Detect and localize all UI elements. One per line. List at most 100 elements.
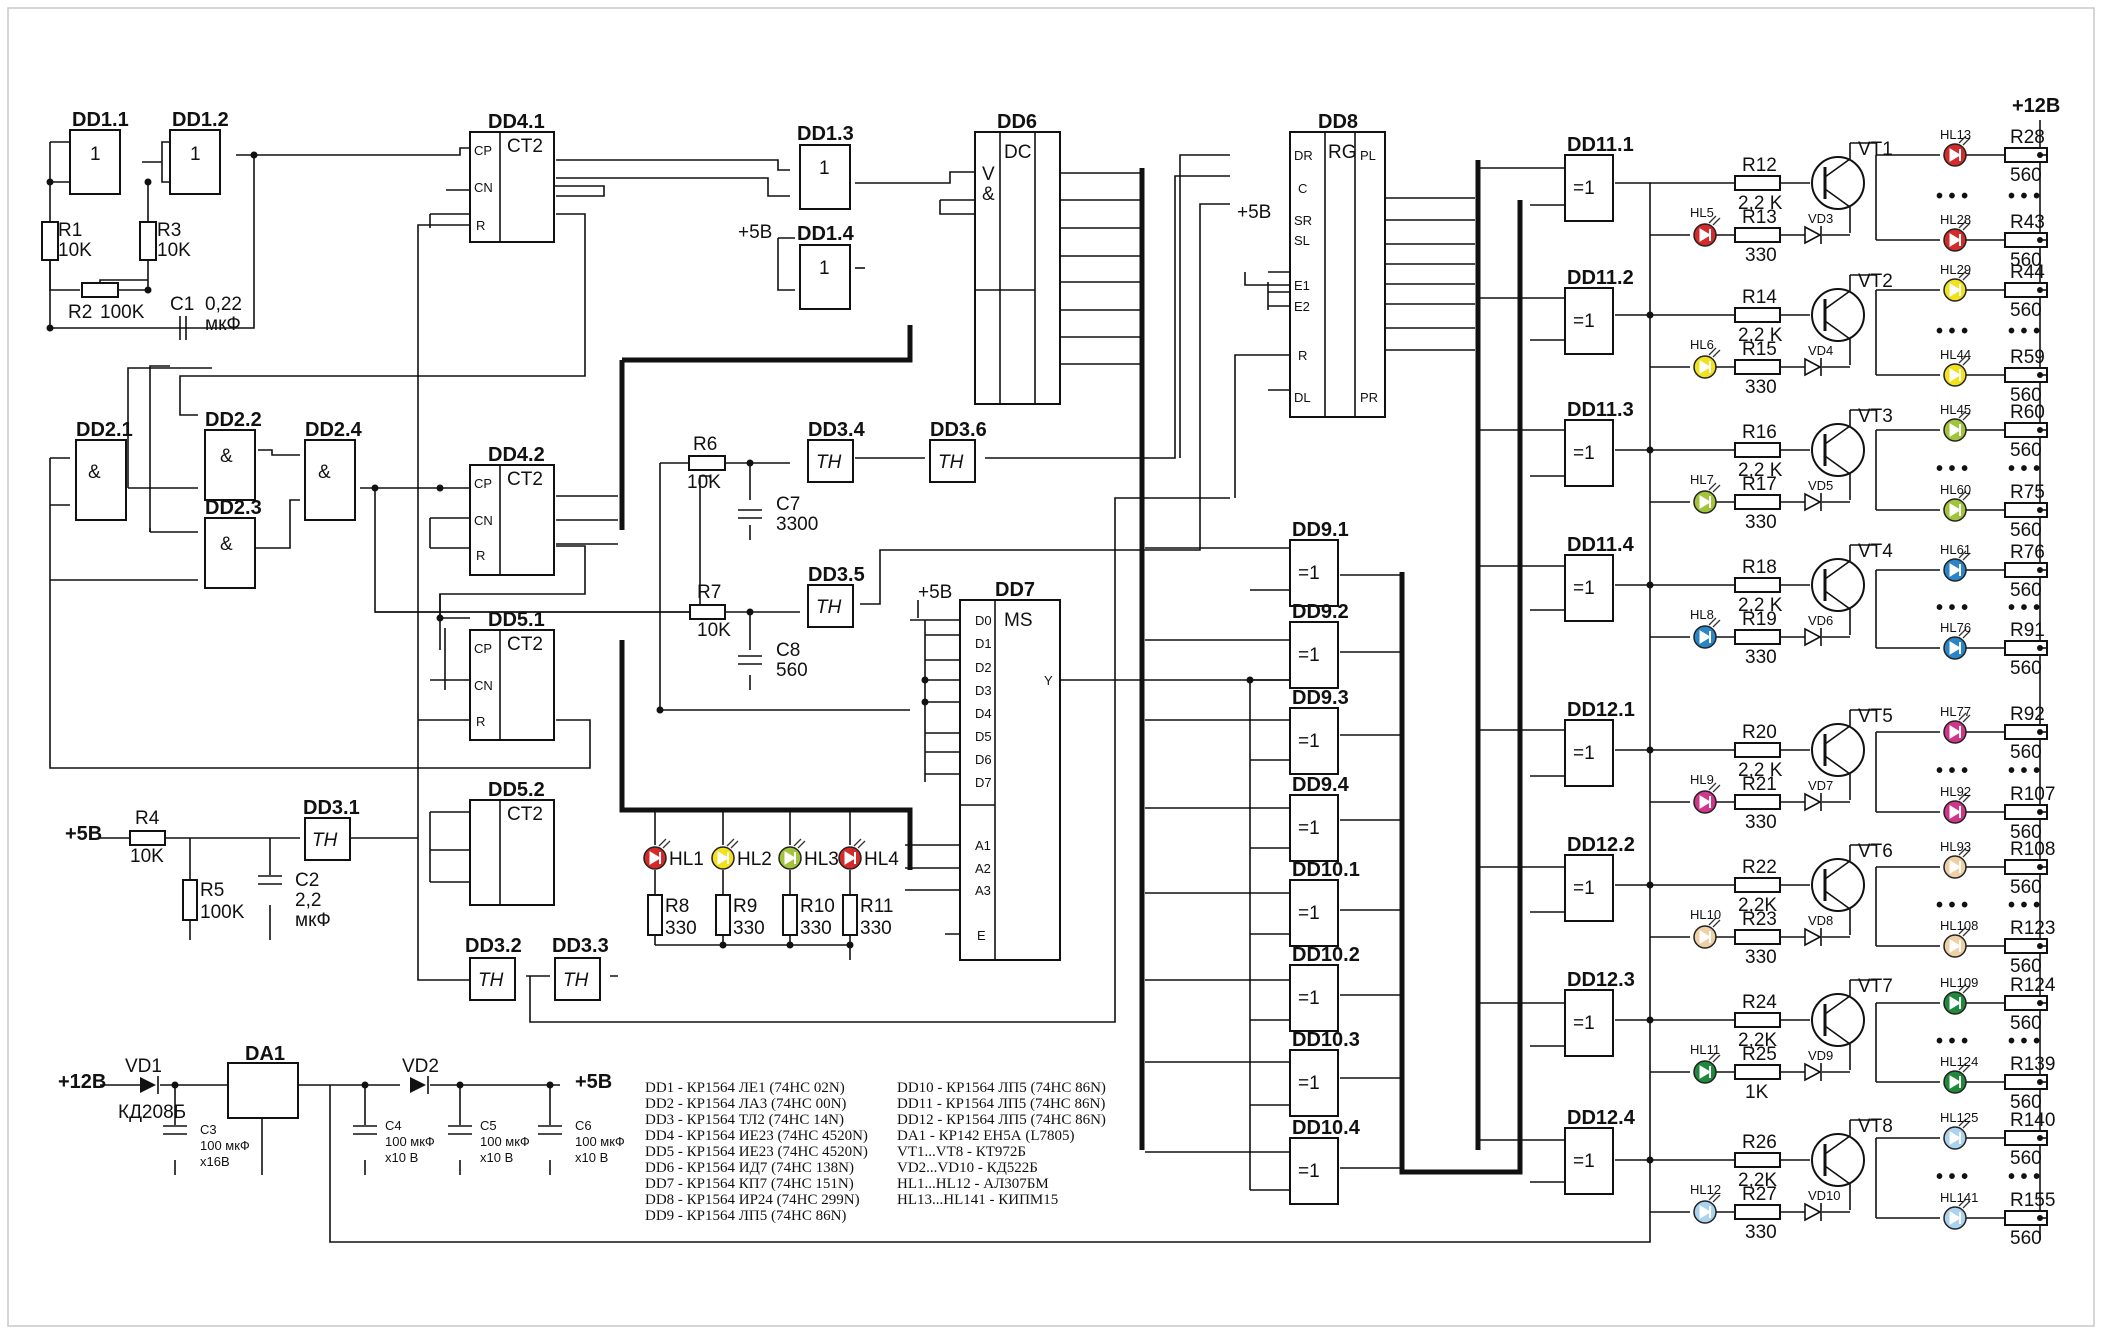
chip-label-dd3-6: DD3.6 (930, 419, 987, 441)
legend-line: DD3 - КР1564 ТЛ2 (74HC 14N) (645, 1112, 844, 1128)
chip-label: DD9.1 (1292, 519, 1349, 541)
matrix-resistor-label: R76 (2010, 542, 2045, 563)
matrix-led-label: HL141 (1940, 1190, 1978, 1205)
led-resistor (1734, 794, 1781, 810)
transistor (1811, 288, 1865, 342)
gate-function: =1 (1573, 878, 1595, 899)
gate-function: & (88, 462, 101, 483)
indicator-led-3 (778, 838, 806, 870)
xor-gate-right-6: DD12.2 =1 (1564, 834, 1635, 922)
capacitor-c4-label: C4 (385, 1118, 402, 1133)
matrix-resistor-value: 560 (2010, 742, 2042, 763)
transistor (1811, 993, 1865, 1047)
counter-function: CT2 (507, 804, 543, 825)
gate-function: =1 (1298, 1161, 1320, 1182)
shift-register-dd8 (1289, 131, 1386, 418)
resistor-r5 (182, 879, 198, 921)
resistor-r5-label: R5 (200, 880, 224, 901)
pin-cn: CN (474, 180, 493, 195)
chip-label-dd5-1: DD5.1 (488, 609, 545, 631)
transistor-label: VT2 (1858, 271, 1893, 292)
gate-function: =1 (1298, 1073, 1320, 1094)
trigger-function: TH (938, 452, 964, 473)
matrix-resistor-label: R155 (2010, 1190, 2055, 1211)
gate-function: & (318, 462, 331, 483)
led-label: HL3 (804, 849, 839, 870)
pin-d5: D5 (975, 729, 992, 744)
rail-plus12-top: +12В (2012, 95, 2060, 117)
gate-function: 1 (190, 144, 201, 165)
matrix-resistor-label: R92 (2010, 704, 2045, 725)
chip-label-dd3-2: DD3.2 (465, 935, 522, 957)
trigger-dd3-2 (469, 957, 516, 1001)
pin-e1: E1 (1294, 278, 1310, 293)
junction-dot (786, 941, 794, 949)
led-label: HL2 (737, 849, 772, 870)
base-resistor (1734, 577, 1781, 593)
chip-label: DD12.2 (1567, 834, 1635, 856)
gate-dd2-3 (204, 517, 256, 589)
filter-capacitors (163, 1125, 562, 1135)
base-resistor (1734, 742, 1781, 758)
junction-dot (1646, 581, 1654, 589)
junction-dot (719, 941, 727, 949)
rail-plus12-left: +12В (58, 1071, 106, 1093)
capacitor-c2-value: 2,2 (295, 890, 321, 911)
matrix-resistor-value: 560 (2010, 165, 2042, 186)
matrix-resistor-value: 560 (2010, 300, 2042, 321)
matrix-led-label: HL61 (1940, 542, 1971, 557)
xor-gate-left-2: DD9.2=1 (1289, 601, 1349, 689)
matrix-resistor-label: R107 (2010, 784, 2055, 805)
ellipsis: • • • (1936, 895, 1968, 917)
pin-pr: PR (1360, 390, 1378, 405)
base-resistor-value: 2,2 K (1738, 325, 1783, 346)
decoder-dd6 (974, 131, 1061, 405)
chip-label-dd4-1: DD4.1 (488, 111, 545, 133)
matrix-led-label: HL108 (1940, 918, 1978, 933)
chip-label: DD12.3 (1567, 969, 1635, 991)
capacitor-c8-label: C8 (776, 640, 800, 661)
legend-line: DD5 - КР1564 ИЕ23 (74HC 4520N) (645, 1144, 868, 1160)
pin-d4: D4 (975, 706, 992, 721)
matrix-resistor-value: 560 (2010, 956, 2042, 977)
chip-label-dd1-1: DD1.1 (72, 109, 129, 131)
junction-dot (546, 1081, 554, 1089)
led-resistor-value: 330 (1745, 512, 1777, 533)
capacitor-c4-unit: х10 В (385, 1150, 418, 1165)
junction-dot (361, 1081, 369, 1089)
xor-gate-right-3: DD11.3=1 (1564, 399, 1634, 487)
chip-label-dd6: DD6 (997, 111, 1037, 133)
matrix-resistor-label: R59 (2010, 347, 2045, 368)
matrix-led-label: HL124 (1940, 1054, 1978, 1069)
junction-dot (144, 178, 152, 186)
counter-function: CT2 (507, 136, 543, 157)
chip-label: DD9.3 (1292, 687, 1349, 709)
counter-dd4-1 (469, 131, 555, 243)
pin-a1: A1 (975, 838, 991, 853)
gate-function: 1 (90, 144, 101, 165)
base-resistor-label: R20 (1742, 722, 1777, 743)
base-resistor-label: R22 (1742, 857, 1777, 878)
resistor-label: R8 (665, 896, 689, 917)
matrix-led-label: HL92 (1940, 784, 1971, 799)
matrix-led-bottom (1943, 792, 1971, 824)
gate-function: =1 (1298, 903, 1320, 924)
led-resistor-label: R21 (1742, 774, 1777, 795)
matrix-resistor-value: 560 (2010, 1148, 2042, 1169)
led-resistor (1734, 929, 1781, 945)
chip-label-dd2-3: DD2.3 (205, 497, 262, 519)
matrix-led-label: HL76 (1940, 620, 1971, 635)
led-resistor-value: 330 (1745, 377, 1777, 398)
matrix-led-top (1943, 983, 1971, 1015)
resistor (715, 894, 731, 936)
ellipsis: • • • (1936, 321, 1968, 343)
trigger-dd3-3 (554, 957, 601, 1001)
resistor-r4-value: 10K (130, 846, 164, 867)
junction-dot (250, 151, 258, 159)
junction-dot (436, 614, 444, 622)
matrix-led-label: HL60 (1940, 482, 1971, 497)
gate-function: =1 (1298, 645, 1320, 666)
